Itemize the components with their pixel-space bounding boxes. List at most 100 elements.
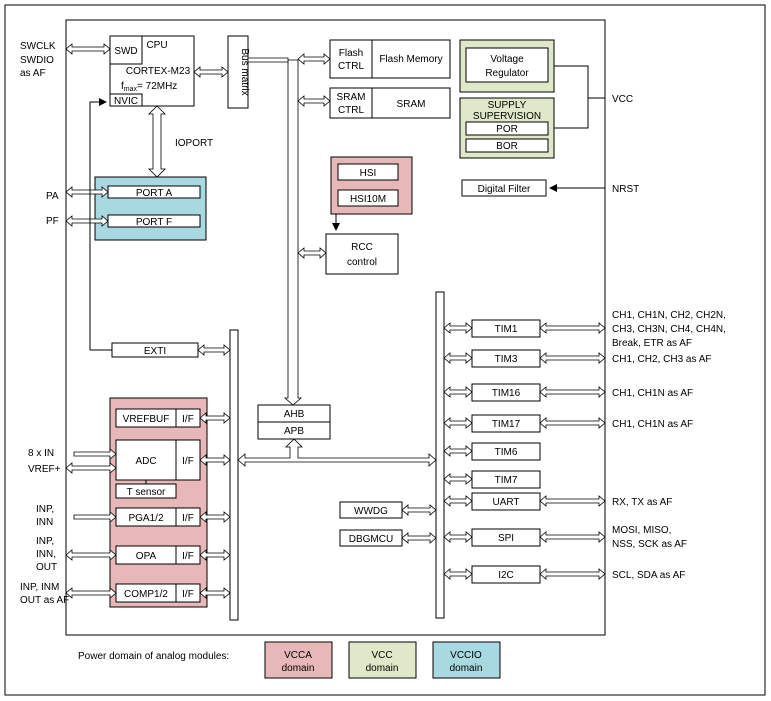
comp-label: COMP1/2 [124,589,168,600]
flash-ctrl-block [329,39,373,79]
por-block [465,121,549,136]
tim16-out-arrow [539,386,606,398]
comp-in-label: INP, INM [20,582,59,593]
fmax-f: f [121,81,124,92]
opa-label: OPA [136,551,157,562]
voltage-reg-label-1: Voltage [490,54,524,65]
tim1-out-1: CH1, CH1N, CH2, CH2N, [612,310,726,321]
tim17-label: TIM17 [492,419,521,430]
tim6-label: TIM6 [495,447,518,458]
nrst-label: NRST [612,184,639,195]
tim17-group: TIM17 CH1, CH1N as AF [443,414,693,433]
comp-out-label: OUT as AF [20,595,69,606]
uart-label: UART [492,497,519,508]
supply-label-1: SUPPLY [488,100,527,111]
voltage-regulator-block [465,47,549,83]
apb-crossbar [237,438,437,467]
legend-title: Power domain of analog modules: [78,651,229,662]
pga-arrow [199,511,231,523]
tim1-out-arrow [539,322,606,334]
tim3-bus-arrow [443,352,473,364]
tim1-bus-arrow [443,322,473,334]
right-apb-bus [435,291,445,619]
legend-vccio-label: VCCIO [450,650,482,661]
fmax-label: fmax= 72MHz [121,81,177,93]
cpu-bus-arrow [193,66,229,78]
fmax-sub: max [124,86,138,93]
nvic-exti-line [89,98,107,350]
vcc-label: VCC [612,94,633,105]
legend-vcc-label: VCC [371,650,392,661]
sram-label: SRAM [397,99,426,110]
tim3-label: TIM3 [495,354,518,365]
fmax-val: = 72MHz [137,81,177,92]
in8-label: 8 x IN [28,448,54,459]
cpu-label: CPU [146,40,167,51]
opa-arrow [199,549,231,561]
pga-inp-label: INP, [36,504,54,515]
opa-if-label: I/F [182,551,194,562]
i2c-group: I2C SCL, SDA as AF [443,565,685,584]
sram-ctrl-label-1: SRAM [337,92,366,103]
apb-label: APB [284,426,304,437]
i2c-label: I2C [498,570,514,581]
adc-if-label: I/F [182,456,194,467]
i2c-out-arrow [539,568,606,580]
tim1-group: TIM1 CH1, CH1N, CH2, CH2N, CH3, CH3N, CH… [443,310,726,349]
flash-ctrl-label-1: Flash [339,48,363,59]
adc-arrow [199,454,231,466]
legend-vccio-swatch [432,641,501,679]
adc-block [115,439,177,481]
vref-arrow [65,462,117,474]
exti-arrow [197,344,231,356]
tim7-bus-arrow [443,473,473,485]
spi-label: SPI [498,533,514,544]
dbgmcu-arrow [401,532,437,544]
ioport-arrow [148,105,166,178]
tim17-out-arrow [539,417,606,429]
tim3-group: TIM3 CH1, CH2, CH3 as AF [443,349,711,368]
legend-vccio-domain: domain [450,663,483,674]
vrefbuf-label: VREFBUF [123,414,170,425]
left-apb-bus [229,329,239,621]
port-f-label: PORT F [136,217,172,228]
i2c-out: SCL, SDA as AF [612,570,685,581]
hsi10m-label: HSI10M [350,194,386,205]
tim17-bus-arrow [443,417,473,429]
spi-group: SPI MOSI, MISO, NSS, SCK as AF [443,525,687,550]
tim3-out: CH1, CH2, CH3 as AF [612,354,711,365]
pf-label: PF [46,216,59,227]
voltage-reg-label-2: Regulator [485,68,529,79]
digital-filter-block [461,179,547,197]
swd-arrow [65,43,111,55]
legend-vcca-domain: domain [282,663,315,674]
flash-ctrl-label-2: CTRL [338,61,365,72]
exti-label: EXTI [144,346,166,357]
uart-out-arrow [539,495,606,507]
spi-bus-arrow [443,531,473,543]
spi-out-2: NSS, SCK as AF [612,539,687,550]
flash-memory-label: Flash Memory [379,54,442,65]
opa-io-arrow [65,549,117,561]
vcc-connector [554,65,605,129]
tim16-group: TIM16 CH1, CH1N as AF [443,383,693,402]
flash-memory-block [371,39,451,79]
rcc-label-1: RCC [351,242,373,253]
tim1-out-2: CH3, CH3N, CH4, CH4N, [612,324,726,335]
adc-label: ADC [135,456,156,467]
dbgmcu-label: DBGMCU [349,534,393,545]
vrefbuf-if-label: I/F [182,414,194,425]
legend-vcca-label: VCCA [284,650,312,661]
tim16-out: CH1, CH1N as AF [612,388,693,399]
bor-block [465,138,549,153]
spi-out-arrow [539,531,606,543]
swdio-label: SWDIO [20,55,54,66]
opa-inp-label: INP, [36,536,54,547]
t-sensor-label: T sensor [127,487,166,498]
supply-label-2: SUPERVISION [473,111,541,122]
comp-io-arrow [65,587,117,599]
tim16-label: TIM16 [492,388,521,399]
swd-block [109,35,143,65]
nvic-block [109,93,143,107]
sram-ctrl-block [329,87,373,119]
